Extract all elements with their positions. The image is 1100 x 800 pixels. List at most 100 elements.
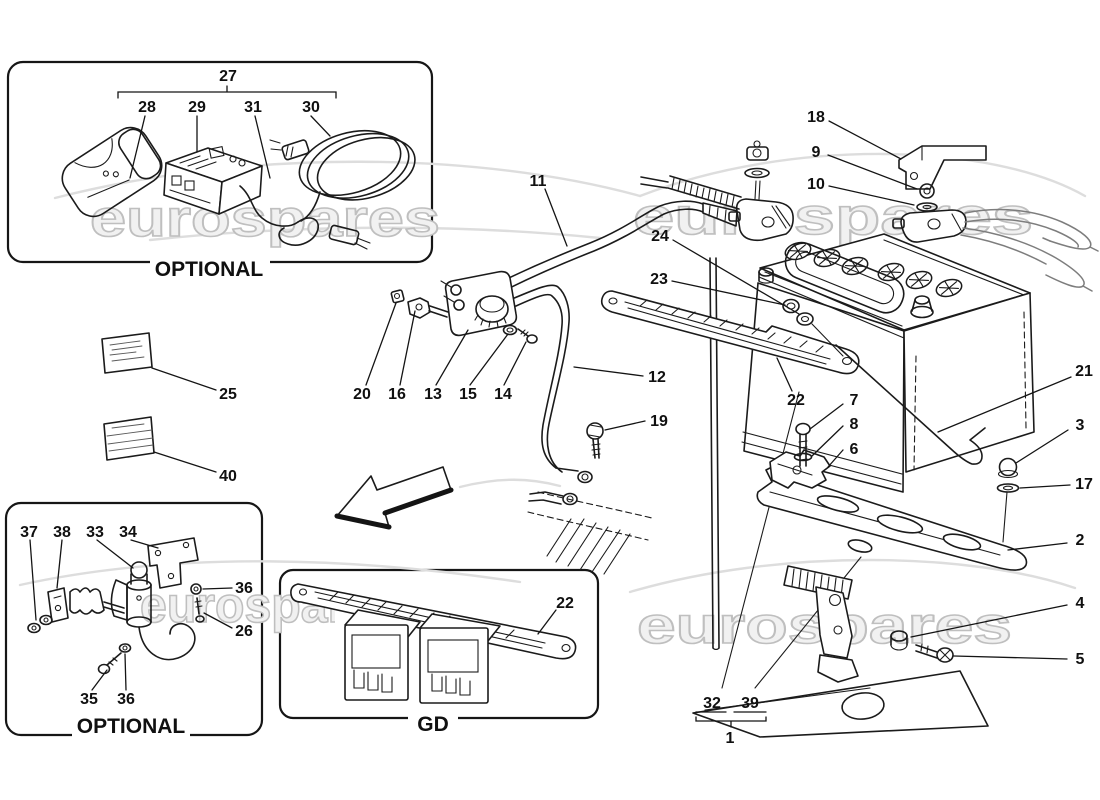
callout-39: 39: [741, 695, 759, 712]
callout-17: 17: [1075, 476, 1093, 493]
negative-cable: [483, 140, 794, 299]
direction-arrow: [334, 466, 454, 530]
cap-nut: [997, 457, 1019, 479]
solenoid-cable-loop: [138, 623, 196, 661]
positive-terminal-clamp: [892, 209, 967, 243]
relay-box-b: [419, 613, 501, 704]
small-bracket: [47, 587, 69, 623]
charger-unit: [163, 145, 263, 215]
corrugated-sleeve: [640, 175, 742, 210]
callout-25: 25: [219, 386, 237, 403]
solenoid-boot: [69, 587, 125, 615]
battery-charger-kit: 27 28 29 31 30 OPTIONAL: [61, 68, 416, 281]
ground-bolt: [586, 422, 604, 459]
callout-33: 33: [86, 524, 104, 541]
warning-sticker: 25: [101, 332, 237, 403]
battery-handle: [784, 242, 905, 314]
callout-9: 9: [812, 144, 821, 161]
main-callouts: 11 18 9 10 24 23 12 19 20 16 13 15 14 22…: [353, 109, 1093, 747]
callout-40: 40: [219, 468, 237, 485]
terminal-nut: [746, 140, 769, 161]
callout-32: 32: [703, 695, 721, 712]
positive-cable-group: [892, 145, 1099, 292]
callout-29: 29: [188, 99, 206, 116]
watermark-text: eurospares: [90, 190, 440, 248]
callout-37: 37: [20, 524, 38, 541]
callout-18: 18: [807, 109, 825, 126]
ground-cable: [511, 284, 653, 575]
callout-2: 2: [1076, 532, 1085, 549]
callout-24: 24: [651, 228, 669, 245]
negative-terminal-clamp: [728, 198, 794, 242]
callout-12: 12: [648, 369, 666, 386]
callout-34: 34: [119, 524, 137, 541]
watermark-swooshes: [18, 152, 1087, 594]
callout-20: 20: [353, 386, 371, 403]
coiled-cable: [269, 129, 416, 222]
callout-14: 14: [494, 386, 512, 403]
callout-38: 38: [53, 524, 71, 541]
callout-4: 4: [1076, 595, 1085, 612]
callout-6: 6: [850, 441, 859, 458]
switch-nut: [390, 289, 405, 304]
callout-21: 21: [1075, 363, 1093, 380]
optional-bottom-label: OPTIONAL: [77, 715, 186, 738]
floor-panel: [692, 670, 989, 738]
clamp-washer: [793, 452, 813, 462]
callout-36: 36: [235, 580, 253, 597]
relay-box-a: [344, 609, 421, 701]
terminal-washer: [744, 167, 770, 179]
gd-label: GD: [417, 713, 449, 736]
callout-15: 15: [459, 386, 477, 403]
callout-35: 35: [80, 691, 98, 708]
washers: [27, 614, 53, 634]
callout-1: 1: [726, 730, 735, 747]
positive-nut: [919, 183, 935, 199]
positive-cables: [960, 208, 1099, 292]
strap-washer: [796, 312, 814, 326]
cap-washer: [996, 483, 1020, 543]
callout-36: 36: [117, 691, 135, 708]
callout-19: 19: [650, 413, 668, 430]
battery-tray: [756, 422, 1028, 571]
optional-top-label: OPTIONAL: [155, 258, 264, 281]
callout-16: 16: [388, 386, 406, 403]
callout-27: 27: [219, 68, 237, 85]
callout-22: 22: [787, 392, 805, 409]
callout-8: 8: [850, 416, 859, 433]
callout-22: 22: [556, 595, 574, 612]
ground-lug-a: [555, 467, 593, 484]
switch-washer: [502, 324, 518, 336]
callout-31: 31: [244, 99, 262, 116]
cutoff-solenoid-kit: 37 38 33 34 36 26 35 36 OPTIONAL: [20, 524, 253, 738]
negative-post: [758, 267, 774, 284]
solenoid-body: [110, 561, 152, 628]
battery-strap: [600, 290, 860, 375]
charger-cable: [239, 185, 371, 250]
solenoid-bracket: [147, 537, 199, 589]
chassis-hatch: [527, 491, 653, 575]
mount-bolt: [915, 643, 954, 663]
callout-28: 28: [138, 99, 156, 116]
callout-23: 23: [650, 271, 668, 288]
callout-26: 26: [235, 623, 253, 640]
switch-clamp: [407, 297, 449, 319]
spacer-washer: [890, 630, 908, 651]
callout-30: 30: [302, 99, 320, 116]
disconnect-switch: [390, 270, 538, 344]
callout-7: 7: [850, 392, 859, 409]
ground-lug-b: [528, 491, 578, 506]
nut-and-screw-right: [190, 583, 205, 623]
charger-bag: [61, 126, 163, 218]
callout-10: 10: [807, 176, 825, 193]
j-hook-rod: [835, 344, 986, 465]
switch-screw: [517, 328, 538, 344]
callout-11: 11: [530, 173, 547, 190]
callout-5: 5: [1076, 651, 1085, 668]
positive-post: [910, 295, 934, 319]
support-pedestal: [692, 565, 989, 738]
callout-13: 13: [424, 386, 442, 403]
gd-strap-assembly: 22 GD: [290, 583, 577, 736]
